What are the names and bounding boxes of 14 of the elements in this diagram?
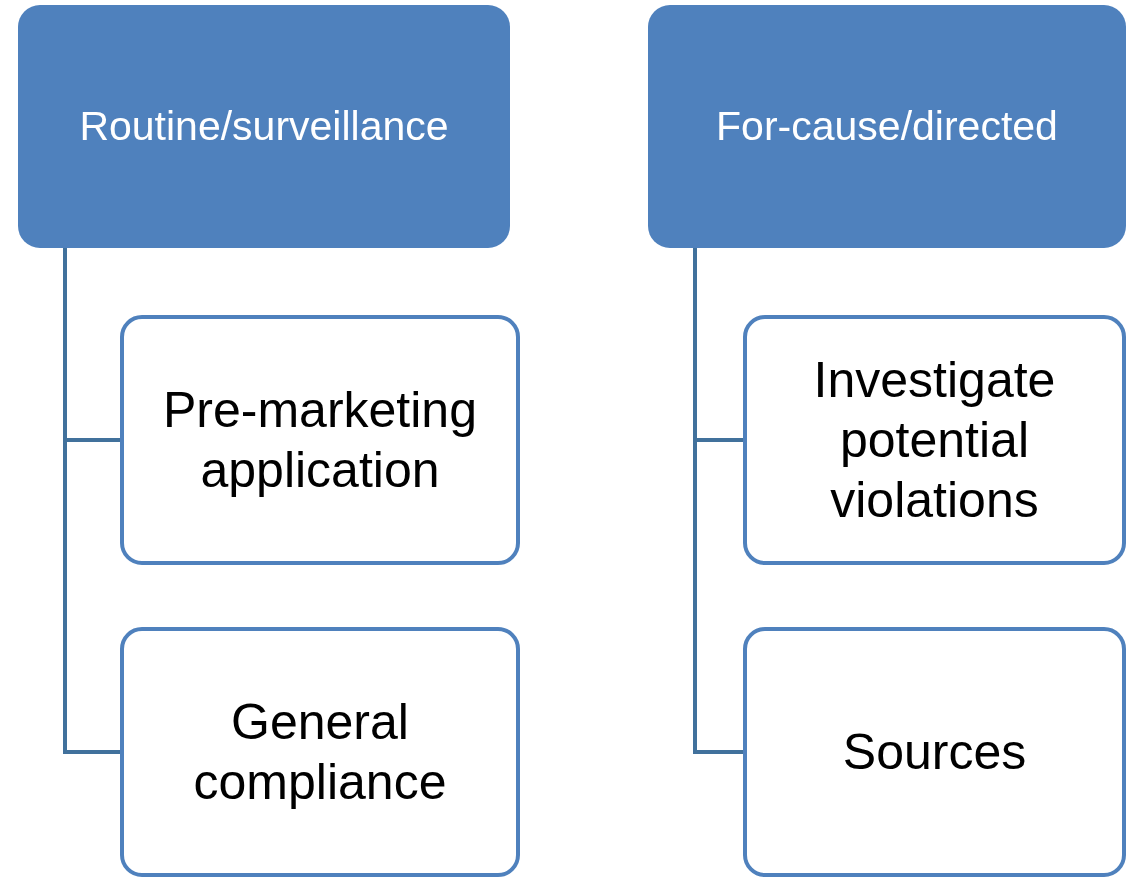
subcategory-box xyxy=(743,627,1126,877)
category-box xyxy=(648,5,1126,248)
connector-line xyxy=(63,248,120,754)
box-label: Pre-marketing application xyxy=(162,381,478,500)
box-label: Sources xyxy=(842,723,1027,782)
category-box xyxy=(18,5,510,248)
subcategory-box xyxy=(120,627,520,877)
box-label: Investigate potential violations xyxy=(812,351,1057,530)
connector-line xyxy=(693,248,743,754)
box-label: General compliance xyxy=(192,693,448,812)
box-label: For-cause/directed xyxy=(716,101,1058,151)
box-label: Routine/surveillance xyxy=(79,101,449,151)
subcategory-box xyxy=(120,315,520,565)
subcategory-box xyxy=(743,315,1126,565)
